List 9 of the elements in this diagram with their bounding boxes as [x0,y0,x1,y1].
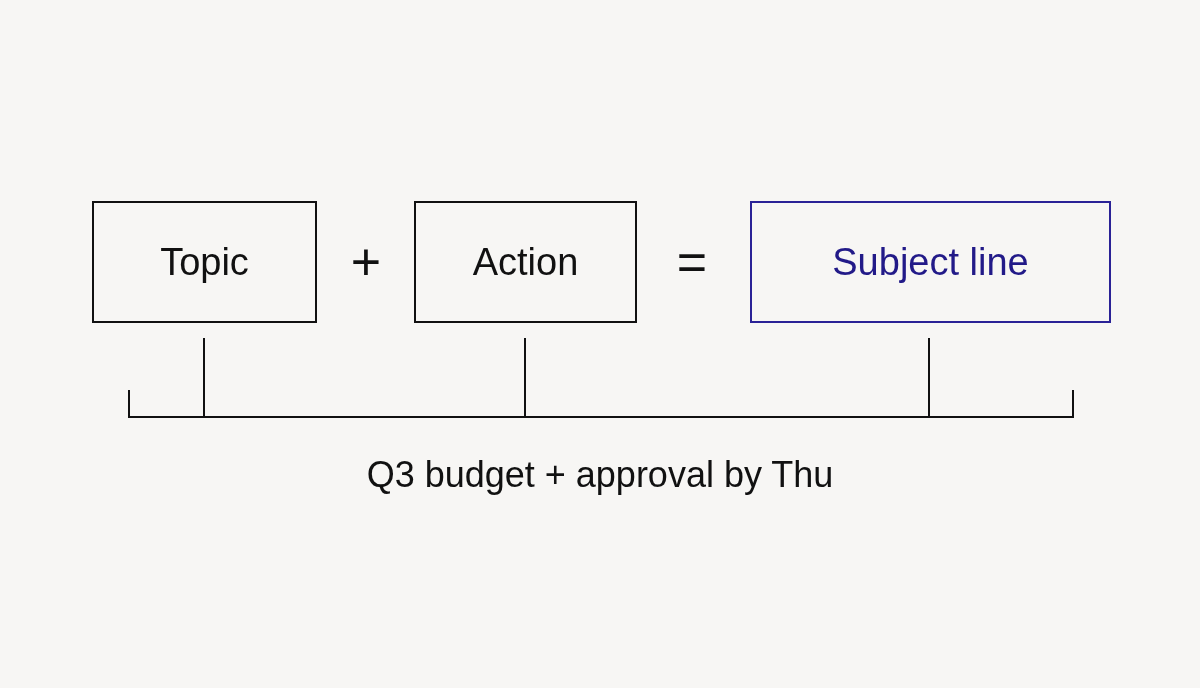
term-box [750,201,1111,323]
box-label: Subject line [832,240,1029,285]
term-box [92,201,317,323]
equals-sign: = [676,236,708,288]
box-label: Topic [160,240,249,285]
example-text: Q3 budget + approval by Thu [366,453,834,497]
box-label: Action [472,240,579,285]
plus-sign: + [350,236,382,288]
term-box [414,201,637,323]
